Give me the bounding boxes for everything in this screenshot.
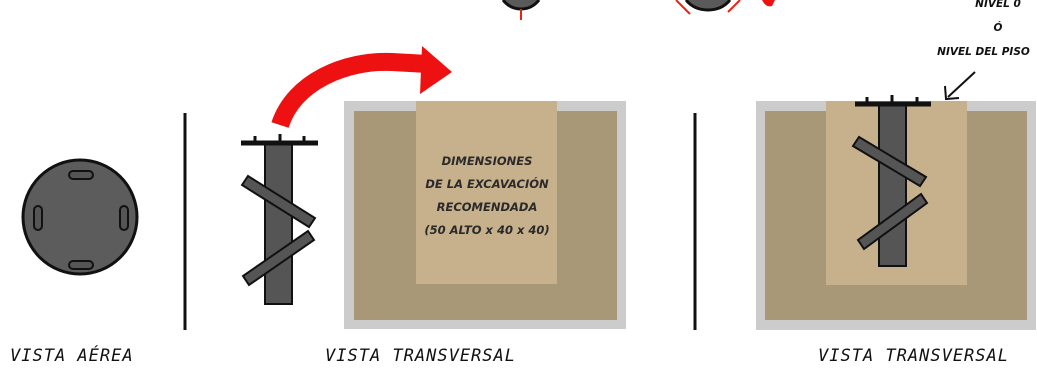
top-partial-icons	[501, 0, 775, 20]
excavation-section-with-post	[756, 95, 1036, 330]
level-label-line2: Ó	[993, 22, 1003, 34]
excavation-dimensions-note: DIMENSIONES DE LA EXCAVACIÓN RECOMENDADA…	[418, 150, 556, 242]
excavation-note-line: (50 ALTO x 40 x 40)	[424, 223, 550, 237]
caption-aerial-view: VISTA AÉREA	[10, 346, 134, 366]
caption-cross-section-1: VISTA TRANSVERSAL	[325, 346, 516, 366]
ground-level-pointer	[944, 71, 976, 101]
caption-cross-section-2: VISTA TRANSVERSAL	[818, 346, 1009, 366]
level-label-line1: NIVEL 0	[975, 0, 1021, 10]
excavation-note-line: DIMENSIONES	[441, 154, 533, 168]
level-label-line3: NIVEL DEL PISO	[937, 46, 1030, 58]
post-standalone	[240, 134, 318, 305]
excavation-note-line: DE LA EXCAVACIÓN	[425, 177, 549, 191]
move-into-hole-arrow	[271, 46, 452, 129]
aerial-base-plate	[21, 158, 139, 276]
excavation-section-empty	[344, 101, 626, 329]
excavation-note-line: RECOMENDADA	[436, 200, 538, 214]
